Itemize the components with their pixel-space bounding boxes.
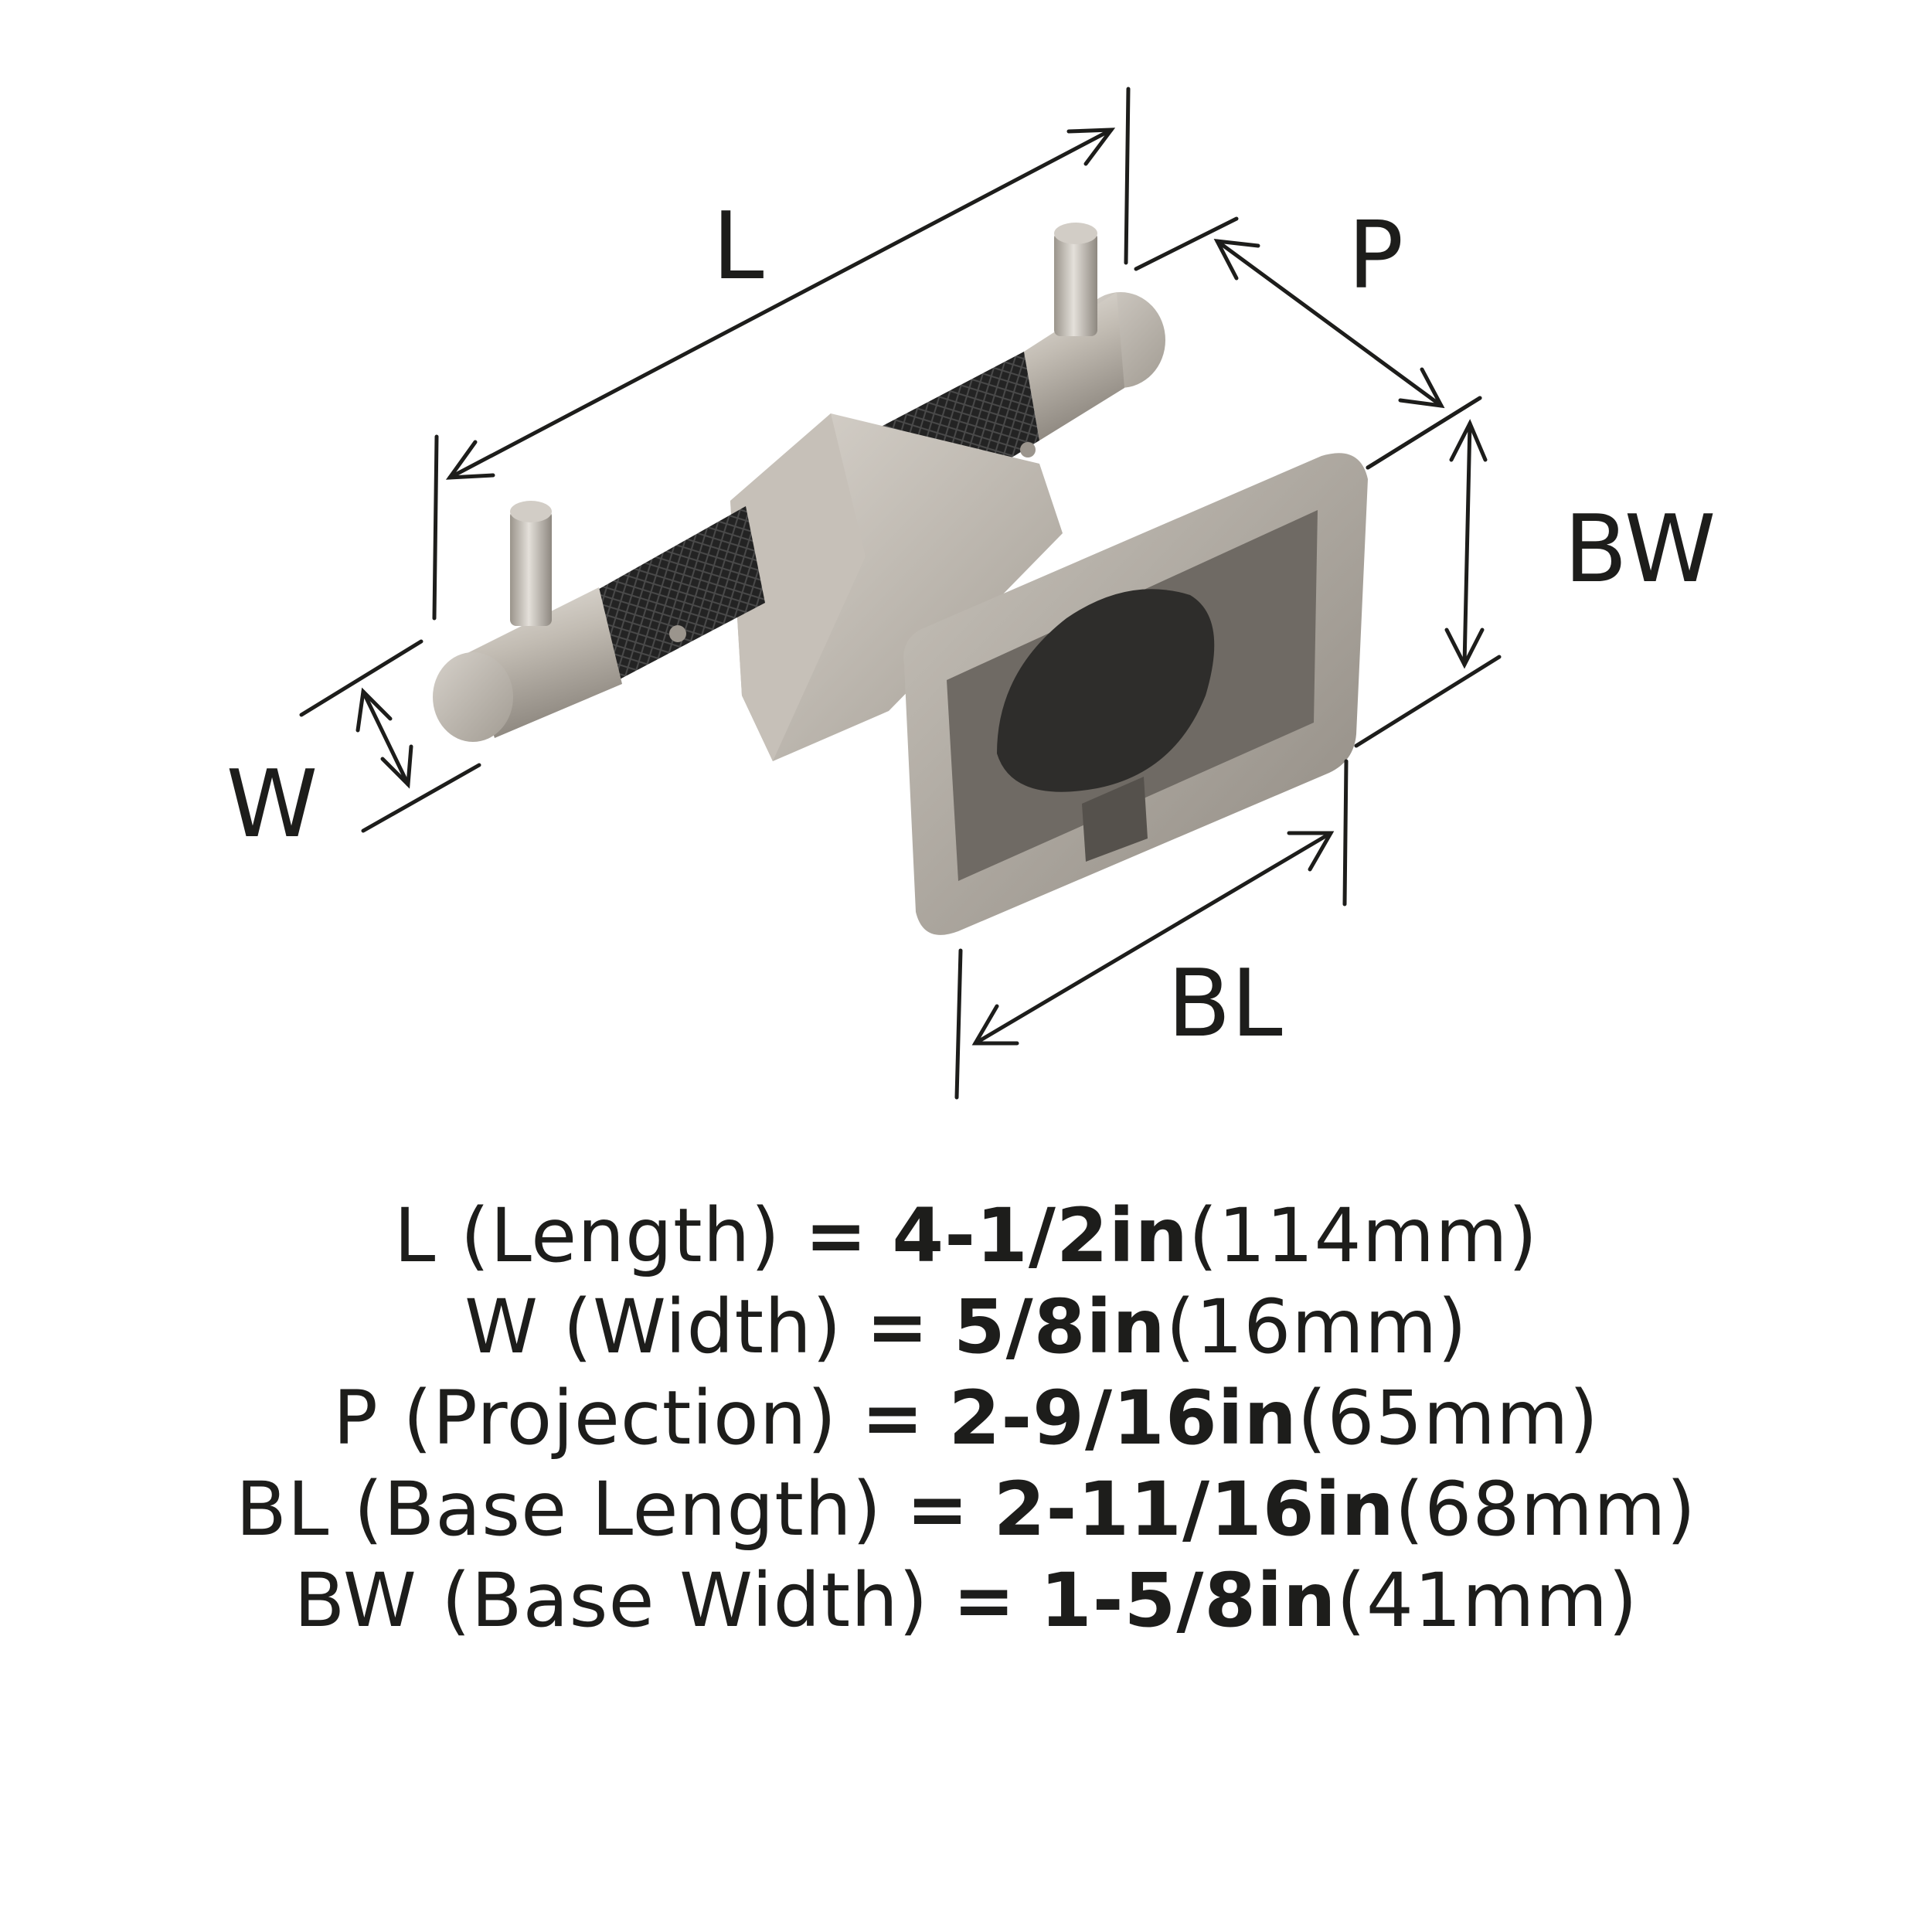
base-width-arrowhead-top <box>1449 419 1488 462</box>
set-screw-lower <box>669 625 686 642</box>
projection-label: P <box>1348 202 1403 310</box>
projection-extension-left <box>1134 216 1239 271</box>
spec-equals: = <box>866 1284 930 1370</box>
width-label: W <box>226 751 318 859</box>
spec-name: (Projection) <box>403 1375 838 1461</box>
spec-row-projection: P (Projection) = 2-9/16in(65mm) <box>0 1372 1932 1464</box>
base-plate-slot <box>1082 777 1148 862</box>
base-length-extension-right <box>1342 759 1349 906</box>
spec-abbr: L <box>393 1192 437 1279</box>
base-width-label: BW <box>1564 496 1716 604</box>
spec-name: (Length) <box>460 1192 781 1279</box>
bar-knurl-lower <box>595 506 765 680</box>
base-length-extension-left <box>954 948 963 1100</box>
bar-left-cap <box>433 652 513 742</box>
projection-dimension-line <box>1215 239 1444 408</box>
length-dimension-line <box>447 128 1114 480</box>
peg-left-top <box>510 501 552 522</box>
spec-metric: (114mm) <box>1188 1192 1539 1279</box>
base-width-dimension-line <box>1462 421 1472 667</box>
width-extension-bottom <box>361 763 481 833</box>
length-extension-left <box>432 434 439 621</box>
spec-row-length: L (Length) = 4-1/2in(114mm) <box>0 1190 1932 1281</box>
projection-arrowhead-left <box>1213 238 1260 281</box>
projection-arrowhead-right <box>1398 367 1445 409</box>
spec-equals: = <box>804 1192 868 1279</box>
base-width-extension-top <box>1366 396 1482 470</box>
spec-abbr: P <box>333 1375 379 1461</box>
spec-name: (Base Length) <box>353 1466 883 1553</box>
dimension-lines <box>299 87 1502 1100</box>
peg-left <box>510 510 552 626</box>
base-length-label: BL <box>1167 951 1282 1058</box>
width-arrowhead-bottom <box>380 744 413 789</box>
base-length-dimension-line <box>973 831 1333 1046</box>
base-plate-cavity <box>997 589 1215 792</box>
spec-row-width: W (Width) = 5/8in(16mm) <box>0 1281 1932 1372</box>
base-length-arrowhead-right <box>1287 831 1335 872</box>
spec-equals: = <box>861 1375 924 1461</box>
spec-name: (Base Width) <box>441 1557 929 1644</box>
bar-right-segment <box>1024 292 1124 440</box>
width-dimension-line <box>361 689 410 787</box>
length-extension-right <box>1124 87 1131 265</box>
base-length-arrowhead-left <box>971 1004 1019 1046</box>
set-screw-upper <box>1020 442 1036 457</box>
length-arrowhead-right <box>1066 128 1116 166</box>
spec-imperial: 5/8in <box>953 1284 1166 1370</box>
spec-imperial: 4-1/2in <box>892 1192 1189 1279</box>
spec-metric: (41mm) <box>1336 1557 1638 1644</box>
dimension-diagram: L W P BW BL <box>226 87 1716 1100</box>
width-extension-top <box>299 639 423 717</box>
spec-metric: (68mm) <box>1394 1466 1696 1553</box>
base-width-extension-bottom <box>1354 655 1502 748</box>
dimension-specifications: L (Length) = 4-1/2in(114mm) W (Width) = … <box>0 1190 1932 1646</box>
peg-right <box>1054 232 1097 336</box>
spec-metric: (16mm) <box>1165 1284 1468 1370</box>
spec-imperial: 2-11/16in <box>993 1466 1395 1553</box>
length-label: L <box>713 193 764 301</box>
peg-right-top <box>1054 223 1097 244</box>
spec-name: (Width) <box>563 1284 842 1370</box>
spec-equals: = <box>952 1557 1016 1644</box>
spec-abbr: BL <box>236 1466 330 1553</box>
spec-imperial: 2-9/16in <box>948 1375 1298 1461</box>
spec-abbr: BW <box>294 1557 417 1644</box>
base-width-arrowhead-bottom <box>1444 628 1485 669</box>
double-robe-hook <box>433 223 1368 935</box>
spec-metric: (65mm) <box>1297 1375 1599 1461</box>
spec-imperial: 1-5/8in <box>1039 1557 1337 1644</box>
spec-row-base-width: BW (Base Width) = 1-5/8in(41mm) <box>0 1555 1932 1646</box>
center-block-face <box>730 413 866 761</box>
spec-row-base-length: BL (Base Length) = 2-11/16in(68mm) <box>0 1464 1932 1555</box>
spec-equals: = <box>906 1466 970 1553</box>
length-arrowhead-left <box>445 440 495 480</box>
spec-abbr: W <box>464 1284 539 1370</box>
width-arrowhead-top <box>355 687 393 733</box>
